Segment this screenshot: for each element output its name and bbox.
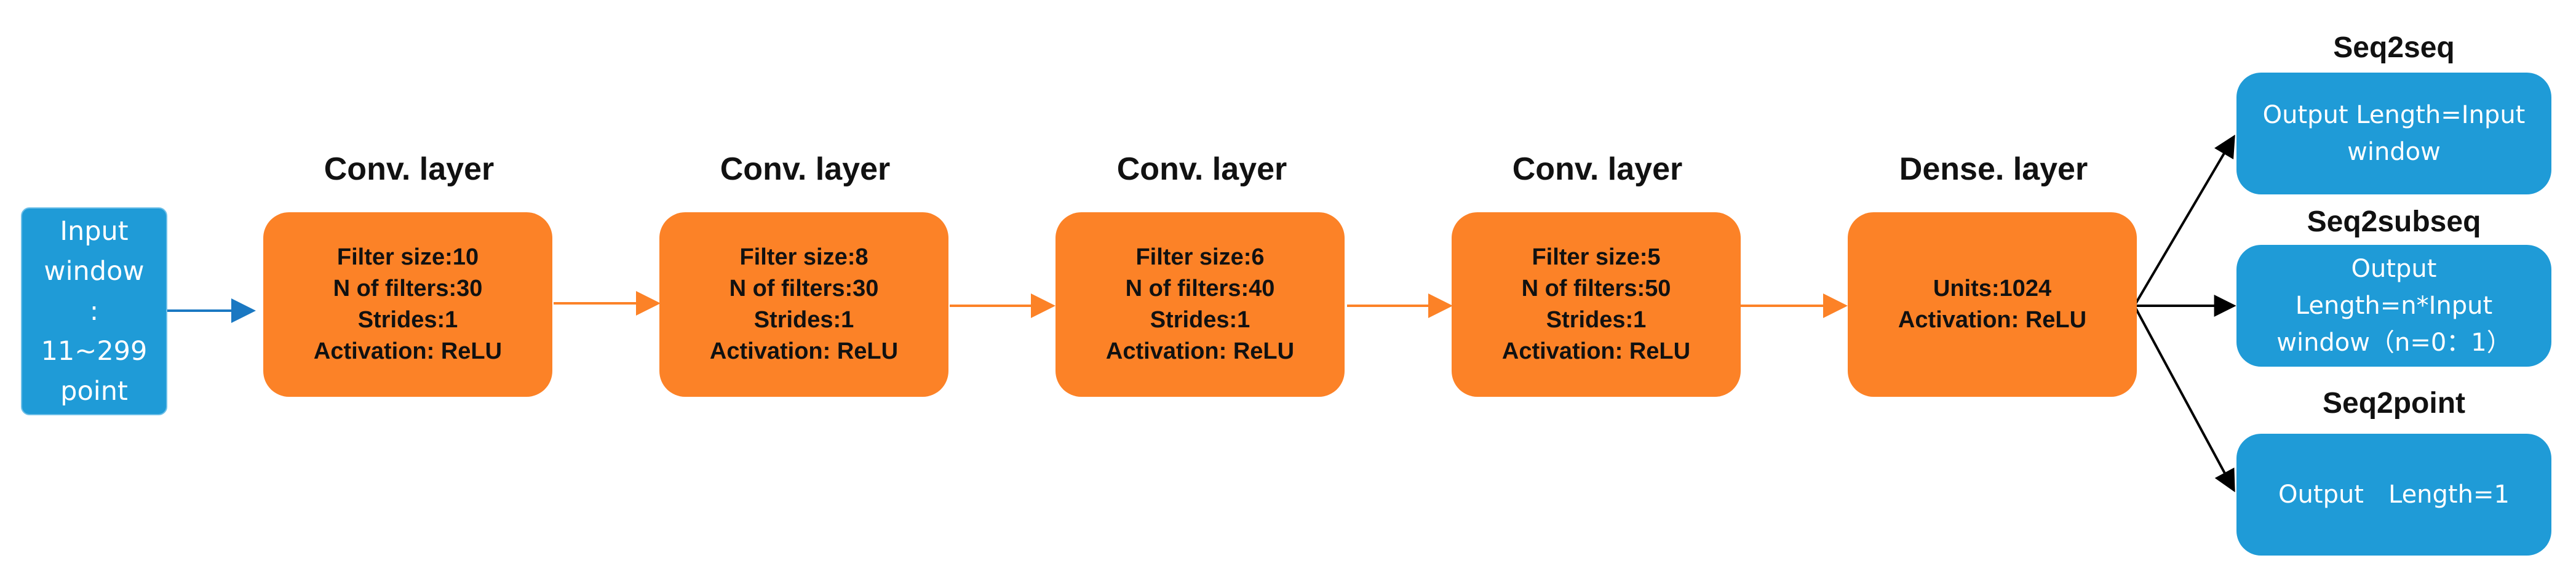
input-line: point — [60, 375, 128, 407]
conv1-box: Filter size:10 N of filters:30 Strides:1… — [263, 212, 552, 397]
conv3-n-filters: N of filters:40 — [1125, 276, 1275, 301]
input-line: window — [44, 255, 145, 287]
conv3-activation: Activation: ReLU — [1105, 338, 1295, 364]
dense-units: Units:1024 — [1933, 276, 2052, 301]
conv2-n-filters: N of filters:30 — [729, 276, 879, 301]
conv3-box: Filter size:6 N of filters:40 Strides:1 … — [1055, 212, 1345, 397]
conv1-strides: Strides:1 — [357, 307, 458, 333]
seq2point-box: Output Length=1 — [2236, 434, 2551, 556]
conv3-title: Conv. layer — [1116, 151, 1287, 187]
conv4-activation: Activation: ReLU — [1501, 338, 1691, 364]
arrow-dense-to-seq2seq — [2133, 134, 2235, 307]
conv3-filter-size: Filter size:6 — [1135, 244, 1265, 270]
seq2point-line: Output Length=1 — [2278, 480, 2510, 509]
conv4-n-filters: N of filters:50 — [1521, 276, 1671, 301]
seq2subseq-box: Output Length=n*Input window（n=0：1） — [2236, 245, 2551, 367]
conv4-strides: Strides:1 — [1546, 307, 1647, 333]
dense-title: Dense. layer — [1899, 151, 2088, 187]
conv4-filter-size: Filter size:5 — [1532, 244, 1661, 270]
seq2seq-box: Output Length=Input window — [2236, 73, 2551, 194]
seq2subseq-line: Length=n*Input — [2295, 292, 2493, 320]
input-line: : — [89, 295, 99, 327]
conv4-title: Conv. layer — [1512, 151, 1683, 187]
seq2point-title: Seq2point — [2322, 387, 2466, 420]
conv4-box: Filter size:5 N of filters:50 Strides:1 … — [1452, 212, 1741, 397]
conv1-activation: Activation: ReLU — [313, 338, 503, 364]
dense-box: Units:1024 Activation: ReLU — [1848, 212, 2137, 397]
seq2subseq-title: Seq2subseq — [2307, 205, 2481, 238]
input-window-box: Input window : 11~299 point — [21, 207, 167, 415]
conv1-n-filters: N of filters:30 — [333, 276, 483, 301]
input-line: 11~299 — [41, 335, 148, 367]
conv2-activation: Activation: ReLU — [709, 338, 899, 364]
seq2subseq-line: Output — [2351, 255, 2437, 283]
seq2subseq-line: window（n=0：1） — [2276, 329, 2511, 357]
seq2seq-line: Output Length=Input — [2262, 101, 2526, 129]
seq2seq-title: Seq2seq — [2333, 31, 2455, 64]
conv2-filter-size: Filter size:8 — [739, 244, 869, 270]
conv1-filter-size: Filter size:10 — [336, 244, 479, 270]
conv2-strides: Strides:1 — [753, 307, 854, 333]
conv3-strides: Strides:1 — [1150, 307, 1250, 333]
arrow-dense-to-seq2point — [2133, 305, 2235, 493]
conv2-title: Conv. layer — [720, 151, 891, 187]
input-line: Input — [60, 215, 129, 247]
dense-activation: Activation: ReLU — [1898, 307, 2087, 333]
conv2-box: Filter size:8 N of filters:30 Strides:1 … — [659, 212, 948, 397]
conv1-title: Conv. layer — [324, 151, 495, 187]
seq2seq-line: window — [2347, 138, 2441, 166]
